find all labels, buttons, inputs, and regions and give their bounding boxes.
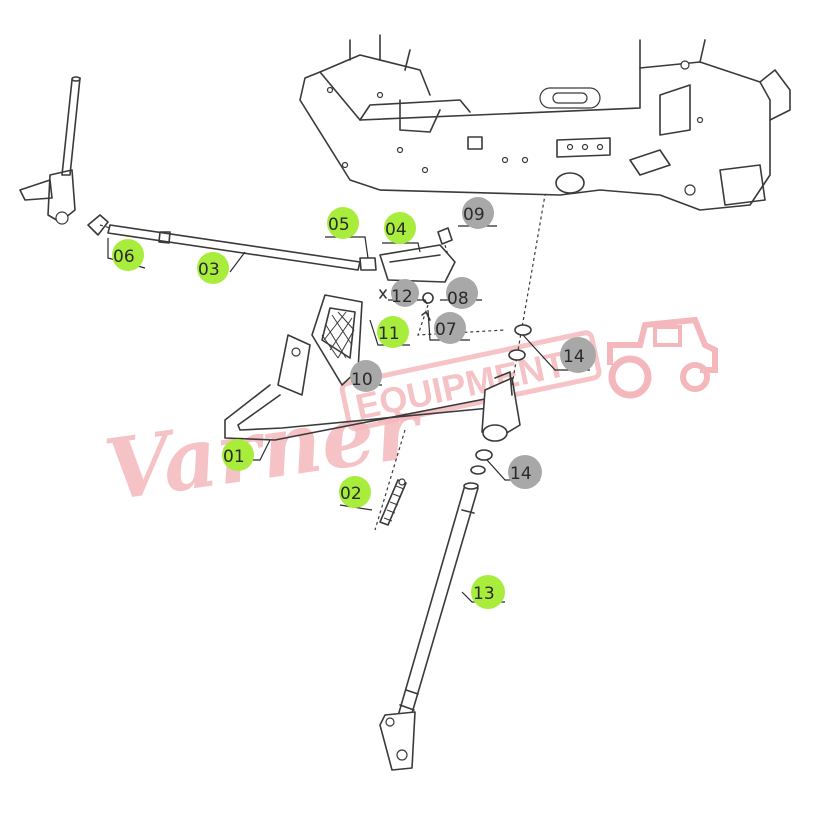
pedal-pad-10 <box>311 294 363 386</box>
callout-11-label: 11 <box>378 324 400 344</box>
callout-12-label: 12 <box>391 287 413 307</box>
callout-03-label: 03 <box>198 260 220 280</box>
callout-07-label: 07 <box>435 320 457 340</box>
clevis-04-group <box>379 227 506 336</box>
callout-06-label: 06 <box>113 247 135 267</box>
nut-05 <box>359 257 377 271</box>
callout-07: 07 <box>434 312 466 344</box>
callout-11: 11 <box>377 316 409 348</box>
rod-03 <box>99 224 377 271</box>
callout-09: 09 <box>462 197 494 229</box>
pin-09 <box>437 227 453 245</box>
pivot-bushing <box>555 172 585 194</box>
callout-04: 04 <box>384 212 416 244</box>
callout-09-label: 09 <box>463 205 485 225</box>
callout-08-label: 08 <box>447 289 469 309</box>
callout-04-label: 04 <box>385 220 407 240</box>
washer-08 <box>422 292 434 304</box>
pedal-arm-01 <box>224 194 546 442</box>
shaft-13 <box>379 482 479 771</box>
callout-13: 13 <box>471 575 505 609</box>
callout-02-label: 02 <box>340 484 362 504</box>
callout-01-label: 01 <box>223 447 245 467</box>
mounting-plate <box>379 711 416 771</box>
upper-lever-assembly <box>19 76 109 236</box>
callout-01: 01 <box>222 439 254 471</box>
callout-13-label: 13 <box>473 584 495 604</box>
callout-12: 12 <box>391 279 419 307</box>
callout-14-lower: 14 <box>508 455 542 489</box>
callout-14-upper-label: 14 <box>563 347 585 367</box>
callout-10-label: 10 <box>351 370 373 390</box>
callout-14-upper: 14 <box>560 337 596 373</box>
callout-05-label: 05 <box>328 215 350 235</box>
clevis-06 <box>87 214 109 236</box>
tractor-frame <box>299 34 791 211</box>
washers-14 <box>470 324 532 475</box>
callout-10: 10 <box>350 360 382 392</box>
watermark: Varner EQUIPMENT <box>99 316 718 520</box>
pin-12 <box>379 289 387 299</box>
callout-14-lower-label: 14 <box>510 464 532 484</box>
callout-08: 08 <box>446 277 478 309</box>
callout-05: 05 <box>327 207 359 239</box>
tractor-logo-icon <box>607 316 718 399</box>
callout-03: 03 <box>197 252 229 284</box>
spring-02 <box>374 429 407 531</box>
callout-06: 06 <box>112 239 144 271</box>
watermark-block: EQUIPMENT <box>352 343 570 428</box>
callout-02: 02 <box>339 476 371 508</box>
